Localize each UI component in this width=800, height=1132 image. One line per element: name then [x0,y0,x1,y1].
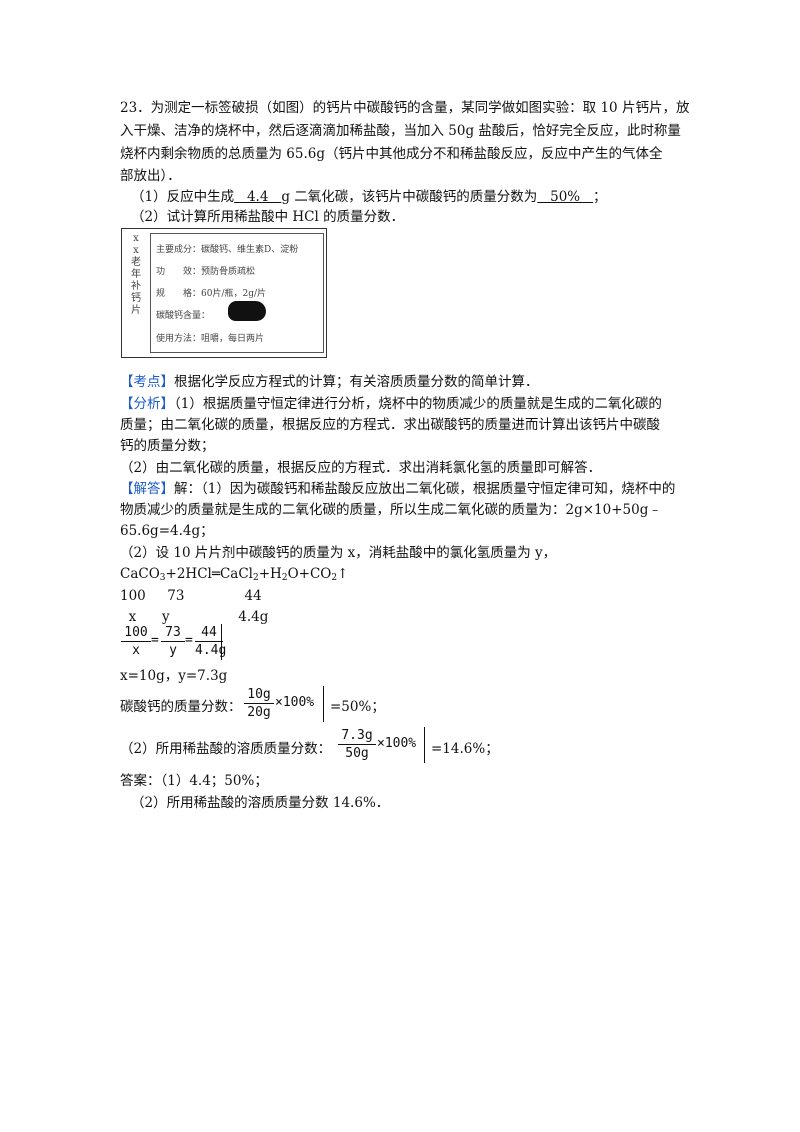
image-edge-rule [424,727,425,763]
q1-answer-percent: 50% [537,189,594,205]
kaodian-tag: 【考点】 [120,374,174,390]
jieda-line-2: 物质减少的质量就是生成的二氧化碳的质量，所以生成二氧化碳的质量为：2g×10+5… [120,502,662,518]
label-side-char: x [133,245,139,256]
fenxi-text-1: （1）根据质量守恒定律进行分析，烧杯中的物质减少的质量就是生成的二氧化碳的 [174,396,662,412]
kaodian-text: 根据化学反应方程式的计算；有关溶质质量分数的简单计算． [174,374,539,390]
eq-subscript: 2 [253,573,259,583]
eq-part: ↑ [337,566,349,582]
eq-part: +H [258,566,282,582]
fraction-numerator: 10g [247,687,271,702]
eq-part: CaCO [120,566,160,582]
question-line-3: 烧杯内剩余物质的总质量为 65.6g（钙片中其他成分不和稀盐酸反应，反应中产生的… [120,146,663,162]
eq-subscript: 2 [331,573,338,583]
label-side-char: 补 [131,281,141,292]
caco3-fraction-label: 碳酸钙的质量分数： [120,699,242,715]
label-side-char: 年 [131,269,141,280]
question-part-1: （1）反应中生成 4.4 g 二氧化碳，该钙片中碳酸钙的质量分数为 50% ； [131,187,607,207]
jieda-line-4: （2）设 10 片片剂中碳酸钙的质量为 x，消耗盐酸中的氯化氢质量为 y， [120,545,557,561]
answer-line-1: 答案：（1）4.4；50%； [120,773,268,789]
hcl-fraction-label: （2）所用稀盐酸的溶质质量分数： [120,741,332,757]
label-row-content: 碳酸钙含量： [156,311,211,321]
question-line-2: 入干燥、洁净的烧杯中，然后逐滴滴加稀盐酸，当加入 50g 盐酸后，恰好完全反应，… [120,123,681,139]
fraction-denominator: y [169,643,177,658]
q1-text-a: （1）反应中生成 [131,189,235,205]
fenxi-tag: 【分析】 [120,396,174,412]
multiply-100-percent: ×100% [377,736,417,751]
q1-text-c: ； [593,189,607,205]
fenxi-line-4: （2）由二氧化碳的质量，根据反应的方程式．求出消耗氯化氢的质量即可解答． [120,460,602,476]
label-row-spec: 规 格：60片/瓶，2g/片 [156,289,267,299]
molar-masses-row: 100 73 44 [120,588,262,604]
fraction-denominator: 4.4g [195,643,227,658]
eq-part: O+CO [287,566,332,582]
hcl-result: =14.6%； [431,741,499,757]
eq-subscript: 2 [281,573,288,583]
torn-label-blot [228,301,266,321]
fraction-denominator: x [132,643,140,658]
label-side-title: x x 老 年 补 钙 片 [126,233,146,351]
fraction-denominator: 50g [345,746,369,761]
equals-sign: = [185,633,193,648]
fraction-7.3g-50g: 7.3g 50g [338,727,376,762]
label-row-usage: 使用方法：咀嚼，每日两片 [156,334,265,344]
chemical-equation: CaCO3+2HCl═CaCl2+H2O+CO2↑ [120,564,348,588]
jieda-line-1: 【解答】解：（1）因为碳酸钙和稀盐酸反应放出二氧化碳，根据质量守恒定律可知，烧杯… [120,479,675,499]
xy-result: x=10g，y=7.3g [120,668,228,684]
fraction-denominator: 20g [247,705,271,720]
caco3-result: =50%； [330,699,385,715]
image-edge-rule [323,686,324,722]
fraction-10g-20g: 10g 20g [244,686,274,721]
multiply-100-percent: ×100% [275,695,315,710]
q1-text-b: g 二氧化碳，该钙片中碳酸钙的质量分数为 [281,189,538,205]
label-row-ingredients: 主要成分：碳酸钙、维生素D、淀粉 [156,245,299,255]
q1-answer-co2: 4.4 [234,189,282,205]
label-info-panel: 主要成分：碳酸钙、维生素D、淀粉 功 效：预防骨质疏松 规 格：60片/瓶，2g… [150,233,324,353]
jieda-text-1: 解：（1）因为碳酸钙和稀盐酸反应放出二氧化碳，根据质量守恒定律可知，烧杯中的 [174,481,676,497]
label-row-effect: 功 效：预防骨质疏松 [156,267,256,277]
fenxi-line-1: 【分析】（1）根据质量守恒定律进行分析，烧杯中的物质减少的质量就是生成的二氧化碳… [120,394,662,414]
kaodian-line: 【考点】根据化学反应方程式的计算；有关溶质质量分数的简单计算． [120,372,539,392]
label-side-char: 钙 [131,293,141,304]
variables-row: x y 4.4g [120,609,269,625]
question-part-2: （2）试计算所用稀盐酸中 HCl 的质量分数． [131,209,405,225]
label-side-char: 片 [131,305,141,316]
fraction-100-x: 100 x [121,624,151,659]
label-side-char: x [133,233,139,244]
question-line-4: 部放出）． [120,168,181,184]
jieda-line-3: 65.6g=4.4g； [120,523,214,539]
fraction-numerator: 7.3g [341,728,373,743]
fraction-44-4.4g: 44 4.4g [195,624,227,659]
eq-subscript: 3 [159,573,166,583]
fraction-numerator: 73 [165,625,181,640]
label-side-char: 老 [131,257,141,268]
equals-sign: = [151,633,159,648]
fraction-73-y: 73 y [161,624,185,659]
image-edge-rule [221,624,222,660]
answer-line-2: （2）所用稀盐酸的溶质质量分数 14.6%． [131,795,390,811]
calcium-tablet-label-image: x x 老 年 补 钙 片 主要成分：碳酸钙、维生素D、淀粉 功 效：预防骨质疏… [121,228,327,358]
jieda-tag: 【解答】 [120,481,174,497]
question-line-1: 23．为测定一标签破损（如图）的钙片中碳酸钙的含量，某同学做如图实验：取 10 … [120,100,690,116]
fraction-numerator: 44 [201,625,217,640]
fenxi-line-3: 钙的质量分数； [120,438,215,454]
fraction-numerator: 100 [124,625,148,640]
eq-part: +2HCl═CaCl [165,566,253,582]
fenxi-line-2: 质量；由二氧化碳的质量，根据反应的方程式．求出碳酸钙的质量进而计算出该钙片中碳酸 [120,417,660,433]
